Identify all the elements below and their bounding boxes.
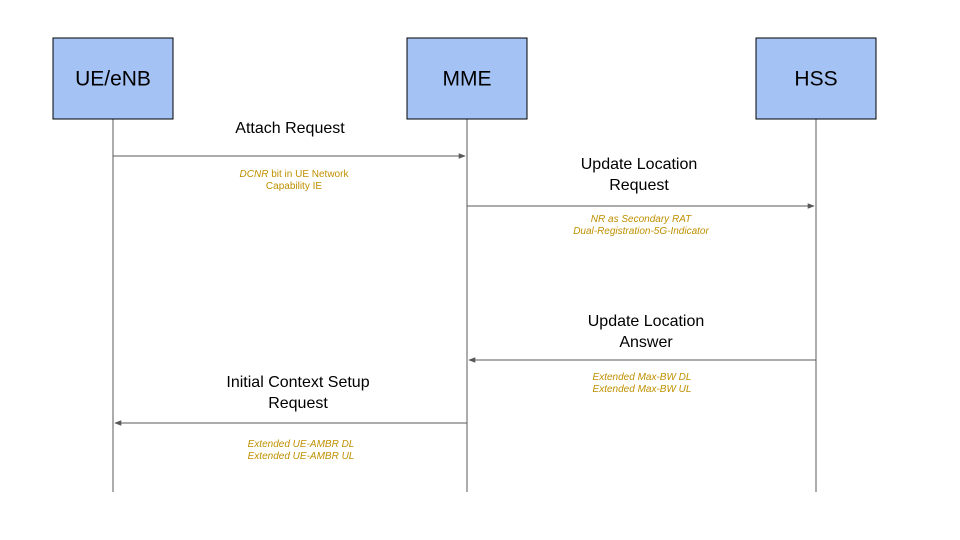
message-note-update-location-answer-line-0: Extended Max-BW DL: [593, 372, 692, 383]
message-note-initial-context-setup-request-line-0: Extended UE-AMBR DL: [248, 439, 355, 450]
actor-ue: UE/eNB: [52, 37, 174, 120]
message-label-update-location-request-line-1: Request: [609, 177, 669, 194]
actor-hss: HSS: [755, 37, 877, 120]
note-segment: Extended Max-BW UL: [593, 384, 692, 395]
note-segment: DCNR: [240, 169, 269, 180]
message-note-update-location-request-line-1: Dual-Registration-5G-Indicator: [573, 226, 709, 237]
message-label-update-location-answer-line-0: Update Location: [588, 313, 705, 330]
actor-box-mme: [406, 37, 528, 120]
message-label-attach-request-line-0: Attach Request: [235, 120, 345, 137]
actor-box-ue: [52, 37, 174, 120]
actor-label-mme: MME: [443, 68, 492, 91]
actor-mme: MME: [406, 37, 528, 120]
note-segment: Extended UE-AMBR DL: [248, 439, 355, 450]
actor-label-hss: HSS: [794, 68, 837, 91]
message-note-attach-request-line-1: Capability IE: [266, 181, 322, 192]
message-label-update-location-answer-line-1: Answer: [619, 334, 673, 351]
message-note-attach-request-line-0: DCNR bit in UE Network: [240, 169, 350, 180]
actor-box-hss: [755, 37, 877, 120]
message-label-update-location-request-line-0: Update Location: [581, 156, 698, 173]
note-segment: Dual-Registration-5G-Indicator: [573, 226, 709, 237]
message-note-update-location-answer-line-1: Extended Max-BW UL: [593, 384, 692, 395]
message-note-update-location-request-line-0: NR as Secondary RAT: [591, 214, 692, 225]
message-label-initial-context-setup-request-line-0: Initial Context Setup: [226, 374, 369, 391]
message-label-initial-context-setup-request-line-1: Request: [268, 395, 328, 412]
note-segment: NR as Secondary RAT: [591, 214, 692, 225]
note-segment: Extended Max-BW DL: [593, 372, 692, 383]
note-segment: Capability IE: [266, 181, 322, 192]
note-segment: Extended UE-AMBR UL: [248, 451, 355, 462]
message-note-initial-context-setup-request-line-1: Extended UE-AMBR UL: [248, 451, 355, 462]
note-segment: bit in UE Network: [268, 169, 349, 180]
actor-label-ue: UE/eNB: [75, 68, 151, 91]
